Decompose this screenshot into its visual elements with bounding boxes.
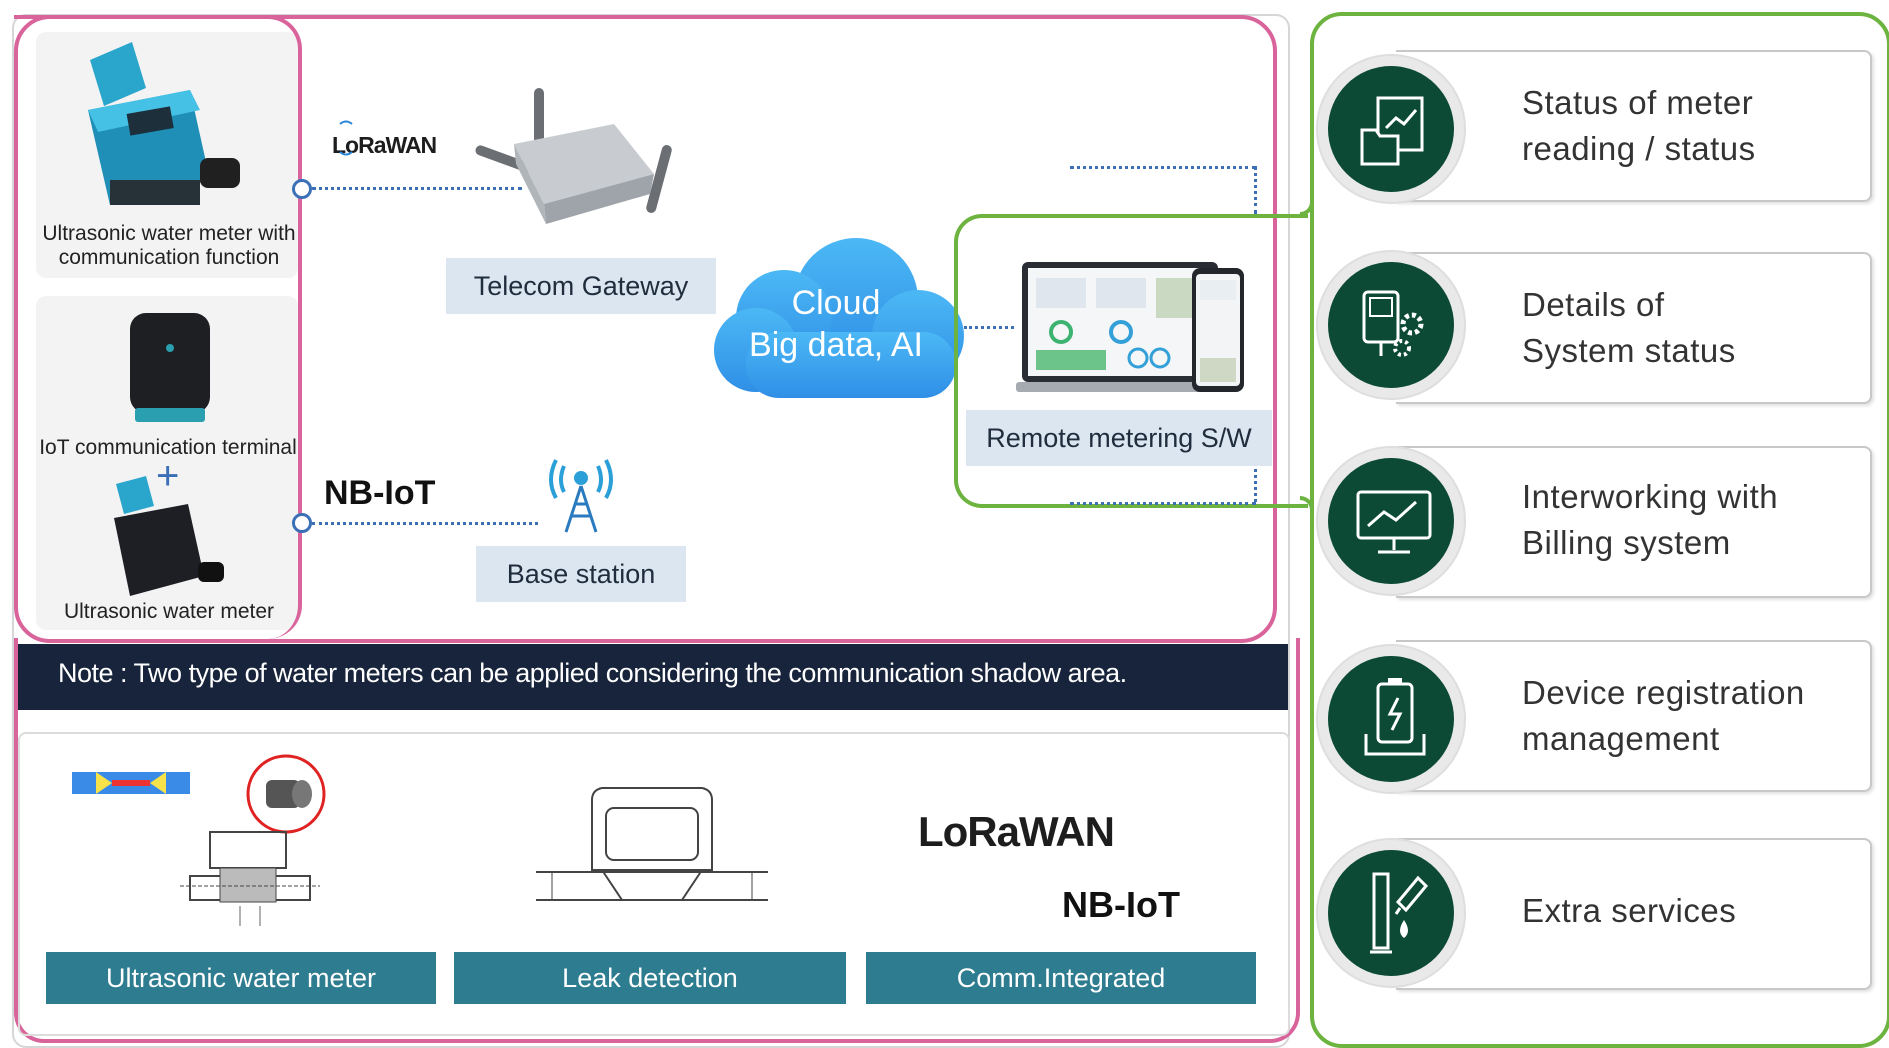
dark-water-meter-image bbox=[114, 476, 224, 596]
device-gear-icon bbox=[1362, 290, 1424, 357]
cloud-shape bbox=[714, 238, 964, 398]
base-station-icon bbox=[549, 459, 613, 533]
iot-terminal-caption: IoT communication terminal bbox=[39, 436, 297, 459]
battery-device-icon bbox=[1364, 678, 1426, 756]
lorawan-link bbox=[312, 187, 522, 190]
cloud-line-2: Big data, AI bbox=[749, 326, 923, 364]
iot-terminal-image bbox=[130, 313, 210, 422]
note-bar bbox=[18, 644, 1288, 710]
folder-chart-icon bbox=[1360, 96, 1424, 166]
bottom-lorawan-logo: LoRaWAN bbox=[918, 808, 1115, 855]
device-frame bbox=[14, 15, 1277, 643]
feature-card-system-status[interactable] bbox=[1396, 252, 1872, 404]
feature-icon-ring-3 bbox=[1316, 446, 1466, 596]
note-text: Note : Two type of water meters can be a… bbox=[58, 658, 1127, 688]
ultrasonic-meter-button[interactable]: Ultrasonic water meter bbox=[46, 952, 436, 1004]
frame-connector-bottom bbox=[1300, 496, 1314, 556]
ultrasonic-meter-caption: Ultrasonic water meter bbox=[63, 600, 275, 623]
pipe-drop-icon bbox=[1370, 872, 1429, 954]
software-top-link bbox=[1070, 166, 1256, 169]
blue-water-meter-image bbox=[88, 42, 240, 205]
software-top-link-v bbox=[1254, 166, 1257, 214]
nbiot-node bbox=[292, 513, 312, 533]
feature-text-extra-services: Extra services bbox=[1522, 892, 1737, 929]
nbiot-label: NB-IoT bbox=[324, 474, 436, 512]
telecom-gateway-label: Telecom Gateway bbox=[446, 258, 716, 314]
feature-text-billing: Interworking with Billing system bbox=[1522, 478, 1779, 561]
feature-text-meter-status: Status of meter reading / status bbox=[1522, 84, 1756, 167]
comm-integrated-button[interactable]: Comm.Integrated bbox=[866, 952, 1256, 1004]
feature-card-meter-status[interactable] bbox=[1396, 50, 1872, 202]
monitor-chart-icon bbox=[1356, 490, 1432, 554]
cloud-line-1: Cloud bbox=[791, 284, 881, 322]
leak-detection-drawing bbox=[536, 787, 768, 901]
feature-card-device-registration[interactable] bbox=[1396, 640, 1872, 792]
base-station-label: Base station bbox=[476, 546, 686, 602]
lorawan-node bbox=[292, 179, 312, 199]
remote-metering-screens bbox=[1016, 262, 1244, 392]
software-frame bbox=[954, 214, 1308, 508]
feature-icon-ring-2 bbox=[1316, 250, 1466, 400]
bottom-feature-frame bbox=[14, 638, 1300, 1043]
ultrasonic-flow-sim-image bbox=[72, 772, 190, 794]
ultrasonic-meter-drawing bbox=[180, 831, 320, 926]
sensor-magnified-image bbox=[246, 754, 326, 834]
frame-connector-top bbox=[1300, 140, 1314, 216]
cloud-to-software-link bbox=[964, 326, 1014, 329]
feature-icon-ring-4 bbox=[1316, 644, 1466, 794]
feature-text-system-status: Details of System status bbox=[1522, 286, 1736, 369]
plus-sign: + bbox=[156, 454, 180, 498]
nbiot-link bbox=[312, 522, 538, 525]
lorawan-waves-icon bbox=[339, 120, 353, 156]
remote-metering-label: Remote metering S/W bbox=[966, 410, 1272, 466]
feature-icon-ring-5 bbox=[1316, 838, 1466, 988]
leak-detection-button[interactable]: Leak detection bbox=[454, 952, 846, 1004]
feature-card-billing[interactable] bbox=[1396, 446, 1872, 598]
feature-card-extra-services[interactable] bbox=[1396, 838, 1872, 990]
software-bottom-link-v bbox=[1254, 462, 1257, 502]
feature-icon-ring-1 bbox=[1316, 54, 1466, 204]
bottom-nbiot-logo: NB-IoT bbox=[1062, 884, 1180, 925]
meter-with-comm-caption: Ultrasonic water meter with communicatio… bbox=[42, 222, 296, 269]
feature-text-device-registration: Device registration management bbox=[1522, 674, 1805, 757]
telecom-gateway-image bbox=[475, 88, 672, 224]
device-frame-pink bbox=[14, 15, 302, 639]
software-bottom-link bbox=[1070, 502, 1256, 505]
bottom-inner-panel bbox=[18, 732, 1290, 1036]
